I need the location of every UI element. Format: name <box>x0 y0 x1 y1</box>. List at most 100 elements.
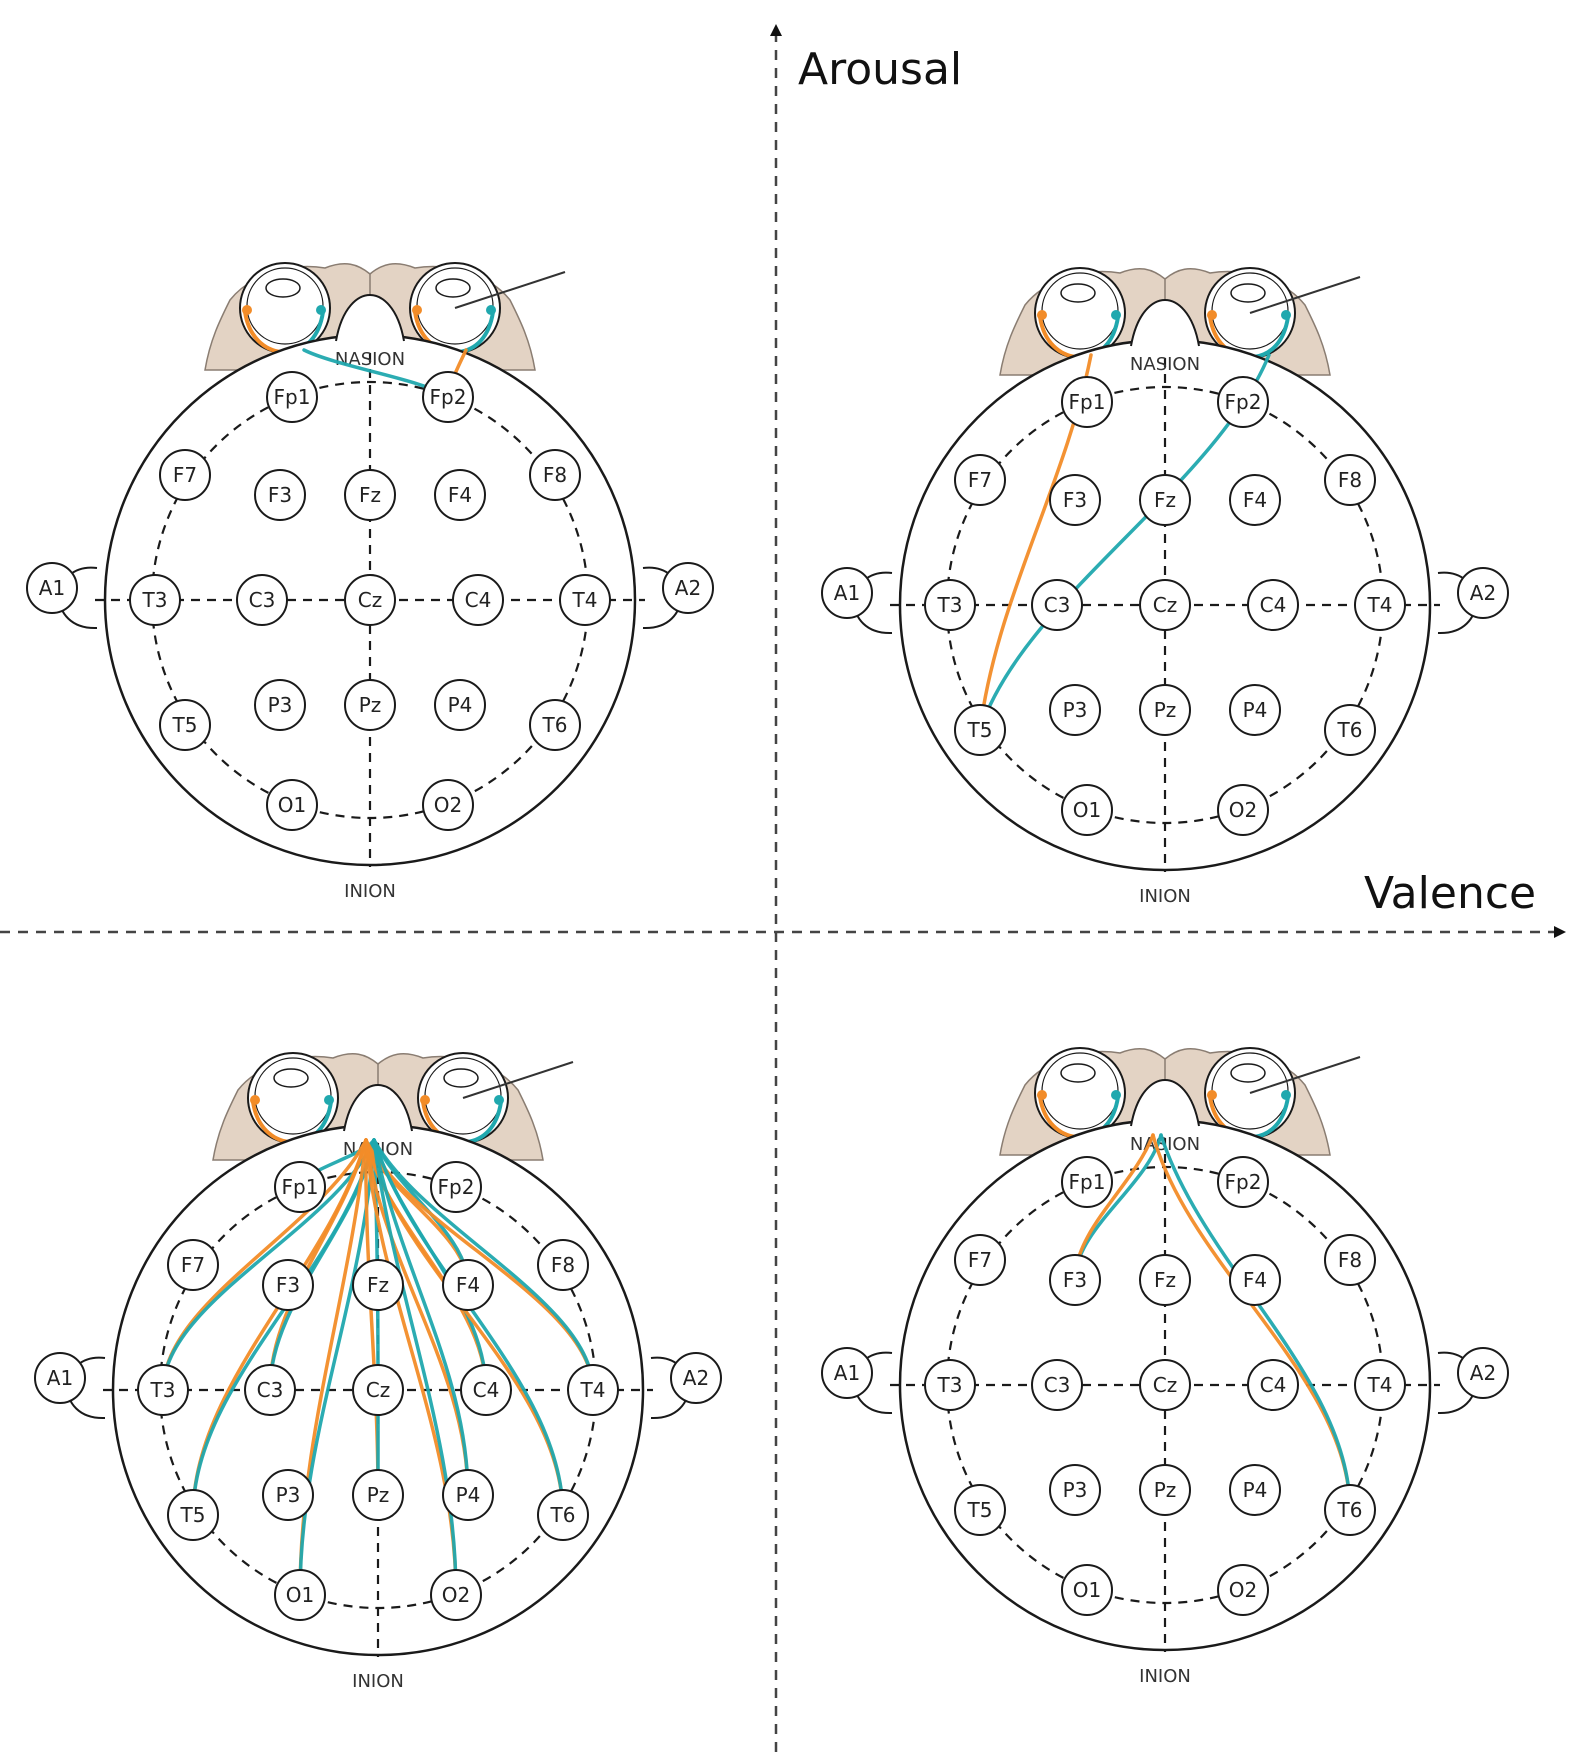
electrode-o1: O1 <box>1061 1564 1113 1616</box>
electrode-f8: F8 <box>1324 1234 1376 1286</box>
electrode-fz: Fz <box>344 469 396 521</box>
electrode-fp1: Fp1 <box>1061 376 1113 428</box>
electrode-t4: T4 <box>1354 579 1406 631</box>
electrode-fp1: Fp1 <box>274 1161 326 1213</box>
electrode-label: P4 <box>1243 698 1268 722</box>
gaze-line <box>462 1061 574 1099</box>
axes <box>0 24 1566 1752</box>
electrode-c4: C4 <box>1247 1359 1299 1411</box>
electrode-fz: Fz <box>352 1259 404 1311</box>
electrode-t4: T4 <box>1354 1359 1406 1411</box>
nose-shape <box>335 293 405 342</box>
electrode-label: Cz <box>366 1378 390 1402</box>
electrode-label: O1 <box>286 1583 314 1607</box>
electrode-o1: O1 <box>274 1569 326 1621</box>
electrode-label: T5 <box>172 713 198 737</box>
electrode-fz: Fz <box>1139 1254 1191 1306</box>
electrode-label: T4 <box>1367 1373 1393 1397</box>
electrode-a1: A1 <box>821 567 873 619</box>
electrode-label: T6 <box>542 713 568 737</box>
gaze-line <box>1249 276 1361 314</box>
electrode-label: T4 <box>580 1378 606 1402</box>
electrode-label: Fp2 <box>438 1175 475 1199</box>
electrode-label: A1 <box>47 1366 73 1390</box>
electrode-label: C4 <box>473 1378 500 1402</box>
electrode-f3: F3 <box>262 1259 314 1311</box>
electrode-label: F4 <box>448 483 472 507</box>
nose-shape <box>1130 1078 1200 1127</box>
nose-shape <box>1130 298 1200 347</box>
electrode-label: F8 <box>1338 1248 1362 1272</box>
neural-pathway-t5-teal <box>191 1138 376 1517</box>
electrode-label: T6 <box>550 1503 576 1527</box>
electrode-label: F8 <box>1338 468 1362 492</box>
electrode-fp2: Fp2 <box>422 371 474 423</box>
inion-label: INION <box>1139 1666 1191 1687</box>
electrode-cz: Cz <box>1139 579 1191 631</box>
electrode-label: F3 <box>1063 1268 1087 1292</box>
electrode-c4: C4 <box>1247 579 1299 631</box>
electrode-label: A2 <box>683 1366 709 1390</box>
electrode-f4: F4 <box>1229 1254 1281 1306</box>
electrode-t4: T4 <box>559 574 611 626</box>
inion-label: INION <box>1139 886 1191 907</box>
electrode-label: F7 <box>968 1248 992 1272</box>
arousal-axis-label: Arousal <box>798 44 963 95</box>
electrode-o2: O2 <box>1217 784 1269 836</box>
electrode-label: O2 <box>1229 1578 1257 1602</box>
electrode-a2: A2 <box>1457 567 1509 619</box>
electrode-label: T4 <box>572 588 598 612</box>
electrode-f8: F8 <box>1324 454 1376 506</box>
electrode-label: A2 <box>1470 581 1496 605</box>
electrode-label: T5 <box>967 1498 993 1522</box>
left-eye <box>1034 1047 1126 1139</box>
electrode-label: T5 <box>180 1503 206 1527</box>
electrode-t5: T5 <box>159 699 211 751</box>
electrode-label: P3 <box>1063 698 1088 722</box>
electrode-label: F7 <box>181 1253 205 1277</box>
electrode-f8: F8 <box>529 449 581 501</box>
electrode-label: C4 <box>1260 593 1287 617</box>
electrode-pz: Pz <box>1139 684 1191 736</box>
electrode-pz: Pz <box>1139 1464 1191 1516</box>
electrode-label: Fp1 <box>282 1175 319 1199</box>
neural-pathway-t4-teal <box>372 1138 595 1392</box>
electrode-label: P4 <box>1243 1478 1268 1502</box>
electrode-f7: F7 <box>167 1239 219 1291</box>
electrode-f7: F7 <box>159 449 211 501</box>
electrode-t3: T3 <box>129 574 181 626</box>
electrode-label: Fp1 <box>1069 390 1106 414</box>
electrode-fp2: Fp2 <box>1217 1156 1269 1208</box>
electrode-label: A1 <box>834 581 860 605</box>
electrode-o2: O2 <box>422 779 474 831</box>
electrode-label: C3 <box>1044 593 1071 617</box>
electrode-t3: T3 <box>924 1359 976 1411</box>
electrode-c4: C4 <box>452 574 504 626</box>
electrode-label: O1 <box>1073 798 1101 822</box>
electrode-fz: Fz <box>1139 474 1191 526</box>
electrode-label: O2 <box>442 1583 470 1607</box>
electrode-f8: F8 <box>537 1239 589 1291</box>
electrode-label: O1 <box>278 793 306 817</box>
electrode-label: F3 <box>268 483 292 507</box>
inion-label: INION <box>344 881 396 902</box>
neural-pathway-t6-teal <box>372 1138 565 1517</box>
electrode-c3: C3 <box>236 574 288 626</box>
electrode-label: Cz <box>1153 1373 1177 1397</box>
electrode-t6: T6 <box>529 699 581 751</box>
electrode-label: F3 <box>276 1273 300 1297</box>
electrode-label: Cz <box>1153 593 1177 617</box>
electrode-label: Fz <box>1154 488 1176 512</box>
electrode-f4: F4 <box>434 469 486 521</box>
electrode-label: A1 <box>39 576 65 600</box>
electrode-label: T6 <box>1337 1498 1363 1522</box>
electrode-cz: Cz <box>352 1364 404 1416</box>
electrode-label: Fp2 <box>1225 390 1262 414</box>
electrode-label: P3 <box>276 1483 301 1507</box>
electrode-a2: A2 <box>662 562 714 614</box>
electrode-pz: Pz <box>344 679 396 731</box>
electrode-label: P4 <box>456 1483 481 1507</box>
electrode-label: T6 <box>1337 718 1363 742</box>
